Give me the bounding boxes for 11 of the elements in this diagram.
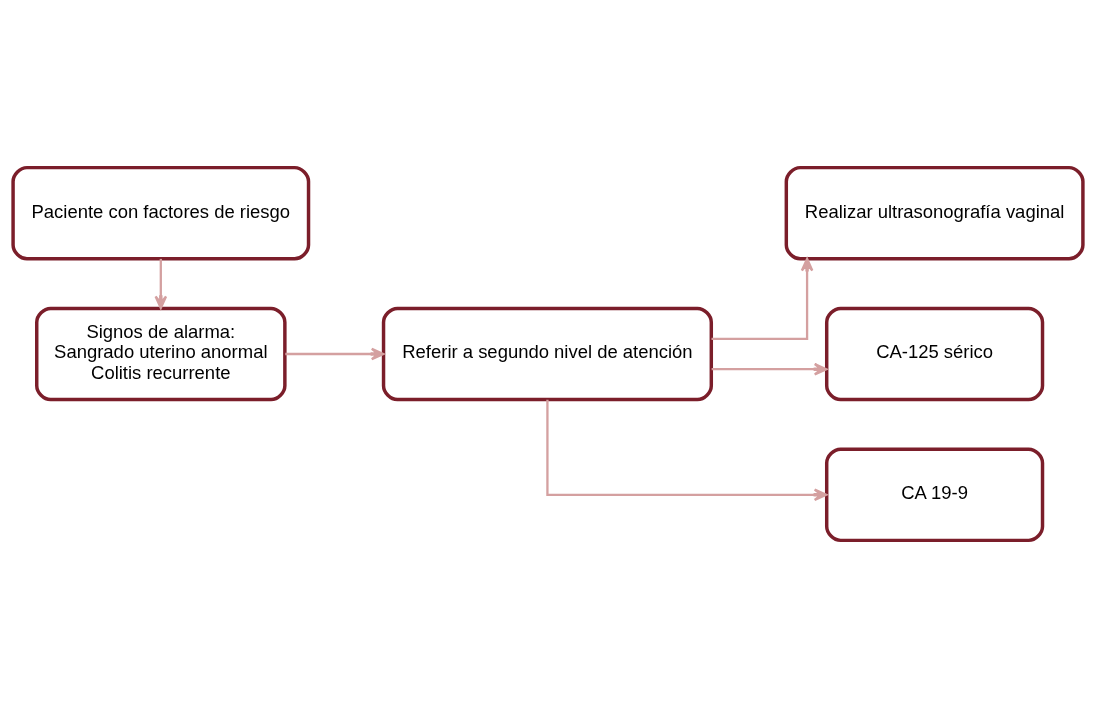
arrow [285, 347, 385, 360]
node-box: Signos de alarma: Sangrado uterino anormal Colitis recurrente [35, 306, 287, 401]
arrow [711, 257, 814, 340]
arrow [546, 399, 828, 501]
arrow [711, 362, 828, 376]
node-box: CA 19-9 [825, 446, 1045, 542]
node-box: Referir a segundo nivel de atención [381, 306, 714, 401]
node-box: CA-125 sérico [825, 306, 1045, 401]
node-box: Paciente con factores de riesgo [11, 165, 311, 261]
arrow [154, 258, 168, 309]
node-box: Realizar ultrasonografía vaginal [784, 165, 1085, 261]
